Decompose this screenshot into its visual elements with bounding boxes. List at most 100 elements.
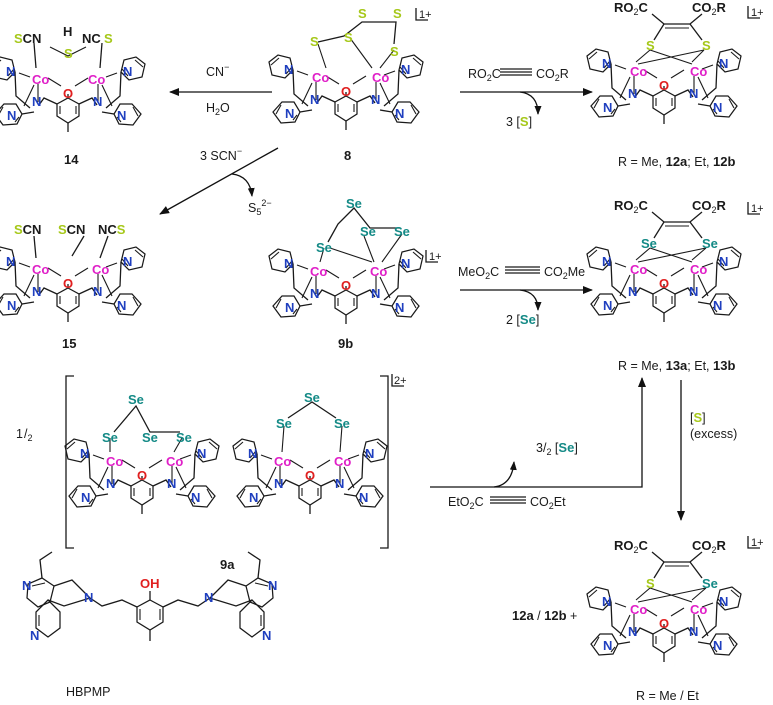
reaction-arrow-9a-to-13: 3/2 [Se] EtO2C CO2Et (430, 377, 646, 511)
compound-label-12a: 12a (666, 154, 688, 169)
cobalt-1: Co (274, 454, 291, 469)
oxygen: O (137, 468, 147, 483)
nitrogen: N (84, 590, 93, 605)
hydroxyl-group: OH (140, 576, 160, 591)
nitrogen: N (395, 300, 404, 315)
nitrogen: N (30, 628, 39, 643)
cobalt-2: Co (372, 70, 389, 85)
nitrogen: N (359, 490, 368, 505)
atom-s: S (310, 34, 319, 49)
oxygen: O (341, 84, 351, 99)
water-solvent: H2O (206, 101, 230, 117)
thiocyanate-reagent: 3 SCN− (200, 146, 242, 163)
ester-right: CO (692, 198, 712, 213)
svg-text:R = Me, 12a; Et, 12b: R = Me, 12a; Et, 12b (618, 154, 735, 169)
ester-right: CO (692, 538, 712, 553)
mixture-prefix: 12a / 12b + (512, 608, 577, 623)
nitrogen: N (285, 300, 294, 315)
nitrogen: N (603, 638, 612, 653)
atom-s: S (14, 31, 23, 46)
nitrogen: N (628, 624, 637, 639)
cobalt-2: Co (334, 454, 351, 469)
r-definition: ; Et, (687, 155, 713, 169)
byproduct-label: 3/2 [Se] (536, 440, 578, 457)
charge-label: 1+ (751, 7, 764, 19)
oxygen: O (63, 276, 73, 291)
nitrogen: N (395, 106, 404, 121)
nitrogen: N (6, 254, 15, 269)
cobalt-2: Co (88, 72, 105, 87)
nitrogen: N (689, 624, 698, 639)
nitrogen: N (719, 594, 728, 609)
nitrogen: N (80, 446, 89, 461)
compound-label-15: 15 (62, 336, 76, 351)
oxygen: O (305, 468, 315, 483)
atom-se: Se (142, 430, 158, 445)
atom-se: Se (316, 240, 332, 255)
nitrogen: N (262, 628, 271, 643)
nc-group: NC (98, 222, 117, 237)
byproduct-label: 3 [S] (506, 114, 532, 129)
svg-text:RO2C: RO2C (614, 538, 649, 555)
nitrogen: N (7, 298, 16, 313)
compound-label-14: 14 (64, 152, 79, 167)
atom-se: Se (334, 416, 350, 431)
complex-9b: Se Se Se Se Co Co O N N N N N N 1+ 9b (268, 196, 442, 351)
nitrogen: N (81, 490, 90, 505)
cobalt-2: Co (690, 602, 707, 617)
compound-label-9a: 9a (220, 557, 235, 572)
svg-text:CO2R: CO2R (692, 0, 727, 17)
compound-label-13b: 13b (713, 358, 735, 373)
atom-se: Se (176, 430, 192, 445)
svg-text:SCN: SCN (14, 31, 41, 46)
nitrogen: N (310, 92, 319, 107)
reaction-arrow-13-to-mixed: [S] (excess) (677, 380, 737, 521)
cobalt-1: Co (312, 70, 329, 85)
cobalt-1: Co (630, 602, 647, 617)
svg-text:R = Me, 13a; Et, 13b: R = Me, 13a; Et, 13b (618, 358, 735, 373)
svg-text:CO2R: CO2R (692, 538, 727, 555)
svg-text:RO2C: RO2C (614, 0, 649, 17)
nc-group: NC (82, 31, 101, 46)
r-definition: R = Me, (618, 359, 666, 373)
nitrogen: N (249, 490, 258, 505)
atom-se: Se (128, 392, 144, 407)
fraction-numerator: 1 (16, 427, 23, 441)
reaction-arrow-8-to-15: 3 SCN− S52− (159, 146, 279, 217)
reaction-arrow-9b-to-13: MeO2C CO2Me 2 [Se] (458, 265, 593, 327)
nitrogen: N (628, 284, 637, 299)
nitrogen: N (123, 254, 132, 269)
atom-se: Se (276, 416, 292, 431)
complex-12: RO2C CO2R S S Co Co O N N N N N N 1+ R =… (586, 0, 764, 169)
nitrogen: N (7, 108, 16, 123)
nitrogen: N (603, 298, 612, 313)
cn-group: CN (23, 31, 42, 46)
nitrogen: N (284, 256, 293, 271)
nitrogen: N (713, 298, 722, 313)
ester-left: RO (614, 198, 634, 213)
compound-label-12b: 12b (544, 608, 566, 623)
nitrogen: N (689, 284, 698, 299)
dimer-half-right: Se Se Se Co Co O N N N N N N (232, 390, 388, 515)
nitrogen: N (191, 490, 200, 505)
ester-right-r: R (717, 0, 727, 15)
atom-s: S (358, 6, 367, 21)
nitrogen: N (713, 100, 722, 115)
cobalt-2: Co (92, 262, 109, 277)
complex-mixed: RO2C CO2R S Se Co Co O N N N N N N 1+ R … (586, 536, 764, 703)
cobalt-1: Co (630, 64, 647, 79)
complex-15: SCN SCN NCS Co Co O N N N N N N 15 (0, 222, 146, 351)
atom-se: Se (304, 390, 320, 405)
atom-s: S (14, 222, 23, 237)
ligand-name: HBPMP (66, 685, 110, 699)
subscript: 2 (712, 205, 717, 215)
nitrogen: N (274, 476, 283, 491)
plus-sign: + (567, 609, 578, 623)
atom-s: S (393, 6, 402, 21)
ester-left-c: C (639, 198, 649, 213)
nitrogen: N (628, 86, 637, 101)
atom-s: S (344, 30, 353, 45)
nitrogen: N (167, 476, 176, 491)
nitrogen: N (197, 446, 206, 461)
